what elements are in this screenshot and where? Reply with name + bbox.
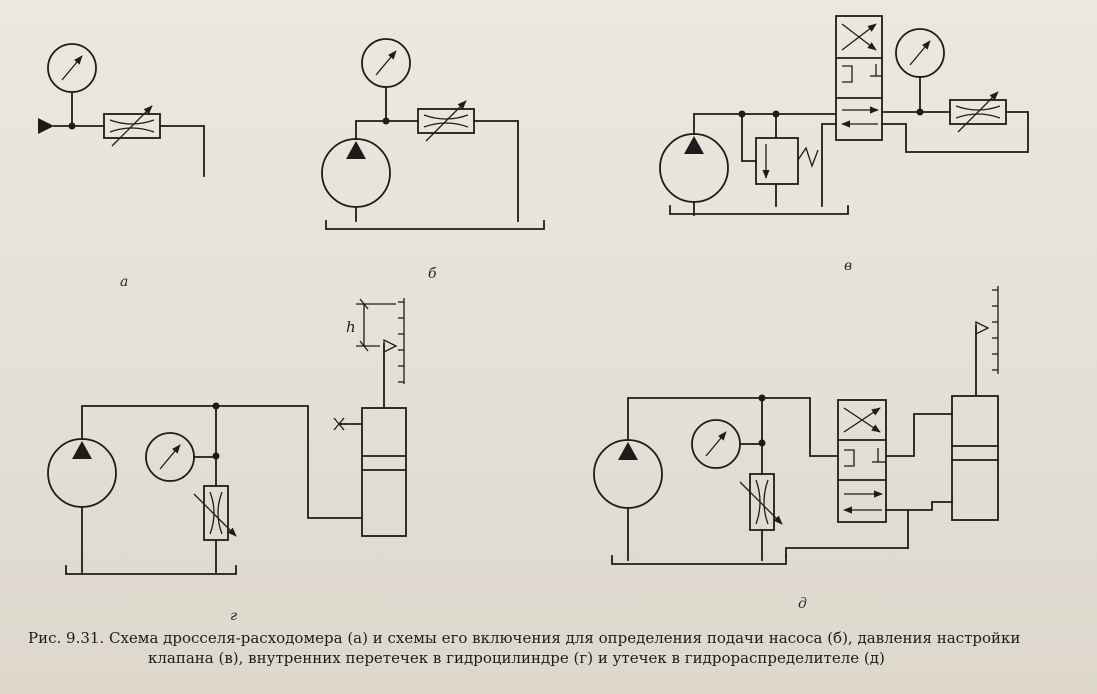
label-a: а	[120, 274, 128, 290]
adjustable-throttle-icon	[103, 105, 161, 147]
dimension-h: h	[346, 298, 396, 352]
pressure-gauge-icon	[361, 38, 411, 122]
subfigure-g: h г	[47, 298, 407, 624]
tank-line	[611, 555, 787, 565]
pressure-gauge-icon	[145, 432, 217, 482]
inlet-arrow-icon	[38, 118, 54, 134]
label-d: д	[798, 596, 807, 612]
adjustable-throttle-icon	[193, 485, 237, 541]
caption-line-2: клапана (в), внутренних перетечек в гидр…	[148, 649, 885, 667]
junction-dot	[382, 117, 390, 125]
pump-icon	[659, 133, 729, 203]
directional-valve-icon	[835, 15, 883, 141]
hydraulic-cylinder-icon	[333, 338, 407, 537]
subfigure-a: а	[38, 43, 205, 290]
adjustable-throttle-icon	[949, 91, 1007, 133]
subfigure-v: в	[659, 15, 1029, 274]
pressure-gauge-icon	[691, 419, 763, 469]
measuring-scale-icon	[398, 298, 405, 384]
adjustable-throttle-icon	[739, 473, 783, 531]
relief-valve-icon	[741, 113, 819, 207]
measuring-scale-icon	[992, 286, 999, 374]
junction-dot	[758, 439, 766, 447]
label-b: б	[428, 266, 437, 282]
tank-line	[65, 565, 237, 575]
label-v: в	[844, 258, 852, 274]
dimension-label-h: h	[346, 318, 356, 336]
pressure-gauge-icon	[895, 28, 945, 113]
pressure-gauge-icon	[47, 43, 97, 127]
junction-dot	[212, 452, 220, 460]
pump-icon	[47, 438, 117, 508]
adjustable-throttle-icon	[417, 100, 475, 142]
caption-line-1: Рис. 9.31. Схема дросселя-расходомера (а…	[28, 629, 1021, 647]
pump-icon	[593, 439, 663, 509]
tank-line	[325, 220, 545, 230]
tank-line	[669, 205, 849, 215]
subfigure-d: д	[593, 286, 999, 612]
junction-dot	[68, 122, 76, 130]
pump-icon	[321, 138, 391, 208]
junction-dot	[916, 108, 924, 116]
hydraulic-cylinder-icon	[951, 320, 999, 521]
label-g: г	[230, 608, 237, 624]
directional-valve-icon	[837, 399, 887, 523]
subfigure-b: б	[321, 38, 545, 282]
figure-caption: Рис. 9.31. Схема дросселя-расходомера (а…	[28, 628, 1088, 668]
